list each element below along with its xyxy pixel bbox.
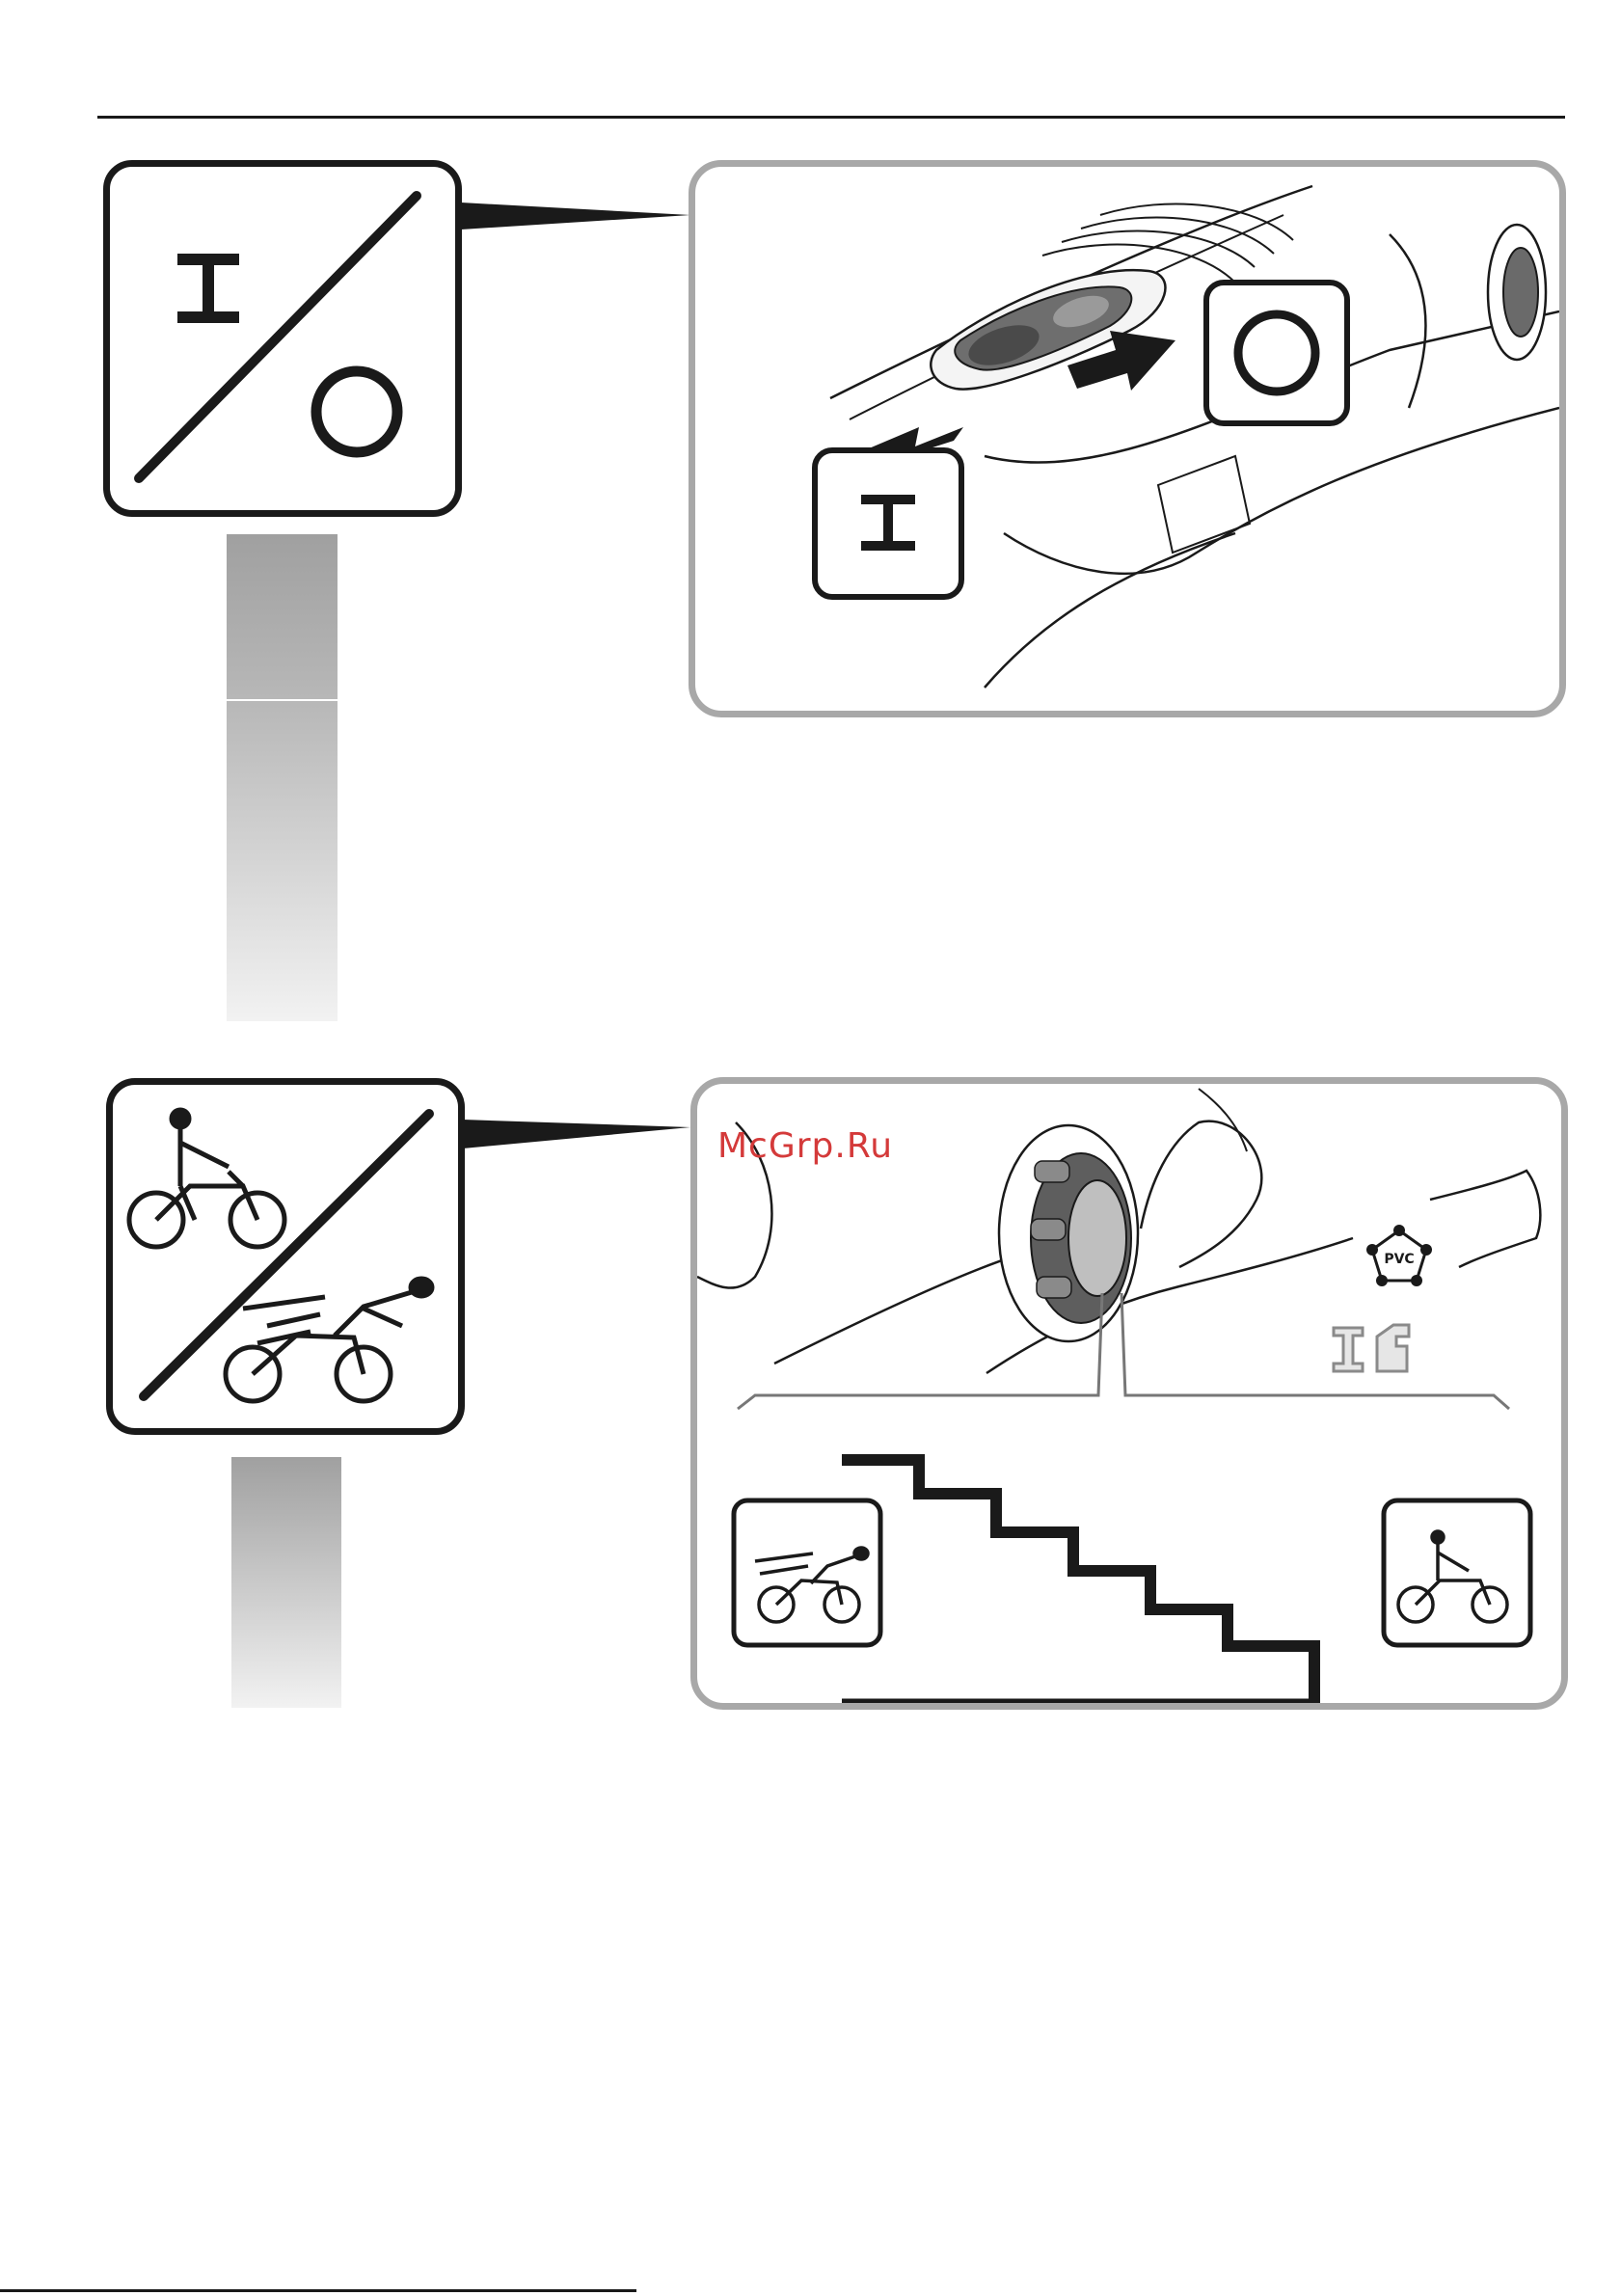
speed-gradient-bar: [231, 1457, 341, 1708]
watermark-text: McGrp.Ru: [717, 1126, 893, 1166]
on-off-gradient-bar: [227, 534, 338, 1021]
pvc-label: PVC: [1384, 1252, 1414, 1267]
pvc-icon: PVC: [1366, 1225, 1432, 1286]
steel-beam-icon: [1334, 1328, 1363, 1371]
speed-illustration-panel: PVC: [690, 1077, 1568, 1710]
fast-cyclist-icon: [226, 1279, 432, 1401]
speed-pointer: [463, 1110, 690, 1158]
slow-cyclist-icon: [129, 1110, 284, 1247]
on-off-pointer: [461, 193, 690, 241]
tool-switch-slide-illustration: [695, 167, 1559, 711]
on-off-switch-symbol-icon: [110, 167, 455, 510]
speed-symbol-box: [106, 1078, 465, 1435]
footer-rule: [0, 2289, 636, 2292]
header-rule: [97, 116, 1565, 119]
on-off-illustration-panel: [689, 160, 1566, 717]
slow-fast-cyclist-symbol-icon: [113, 1085, 458, 1428]
speed-dial-illustration: PVC: [697, 1084, 1561, 1703]
profile-icon: [1377, 1325, 1409, 1371]
on-off-symbol-box: [103, 160, 462, 517]
